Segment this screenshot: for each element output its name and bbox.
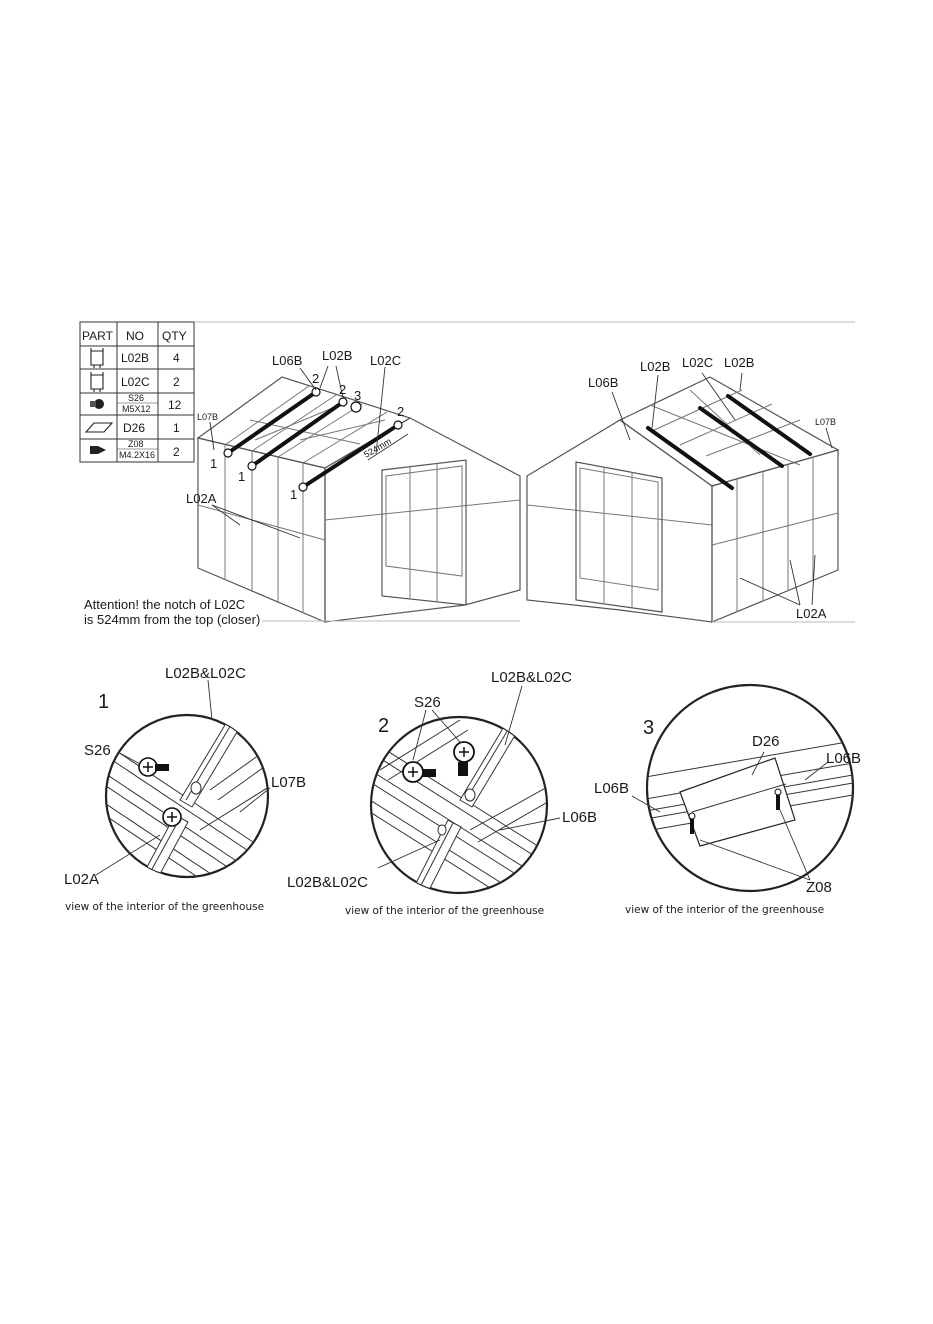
step-number: 3 [643,717,654,739]
roof-bar [250,400,345,468]
detail-3: 3 D26 L06B L06B Z08 view of the interior… [594,683,861,916]
label-l06b: L06B [588,375,618,390]
detail-2: 2 S26 L02B&L02C L06B L02B&L02C view of t… [287,669,597,917]
step-number: 2 [339,382,346,397]
bolt-nut-icon [90,399,104,409]
label-l07b: L07B [271,774,306,791]
detail-caption: view of the interior of the greenhouse [345,905,544,917]
label-l06b: L06B [594,780,629,797]
label-l02b: L02B [724,355,754,370]
label-d26: D26 [752,733,780,750]
label-l02b-l02c: L02B&L02C [165,665,246,682]
label-z08: Z08 [806,879,832,896]
step-number: 2 [378,715,389,737]
roof-bar [301,423,400,489]
table-row-no-sub: M4.2X16 [119,450,155,460]
bolt-icon [402,761,436,783]
bolt-icon [162,807,182,827]
roof-bar [698,406,784,468]
bolt-icon [138,757,169,777]
table-row-no: S26 [128,393,144,403]
attention-note-line2: is 524mm from the top (closer) [84,612,260,627]
profile-bracket-icon [90,372,104,392]
detail-caption: view of the interior of the greenhouse [65,901,264,913]
table-header-no: NO [126,329,144,343]
table-row-no: L02B [121,351,149,365]
detail-1: 1 L02B&L02C S26 L07B L02A view of the in… [64,665,306,913]
table-row-qty: 12 [168,398,182,412]
label-l02a: L02A [796,606,827,621]
label-l07b: L07B [815,417,836,427]
roof-bar [726,394,812,456]
roof-bar [646,426,734,490]
label-l06b: L06B [272,353,302,368]
table-row-qty: 4 [173,351,180,365]
step-number: 2 [312,371,319,386]
screw-icon [90,446,106,454]
attention-note-line1: Attention! the notch of L02C [84,597,245,612]
label-s26: S26 [84,742,111,759]
step-number: 1 [98,691,109,713]
step-number: 1 [290,487,297,502]
label-l02b-l02c: L02B&L02C [491,669,572,686]
table-row-qty: 2 [173,375,180,389]
profile-bracket-icon [90,348,104,368]
detail-caption: view of the interior of the greenhouse [625,904,824,916]
bolt-icon [453,741,475,776]
table-row-no: D26 [123,421,145,435]
label-l02a: L02A [186,491,217,506]
table-row-no: Z08 [128,439,144,449]
greenhouse-right: L06B L02B L02C L02B L07B L02A [526,355,855,623]
step-number: 3 [354,388,361,403]
label-l07b: L07B [197,412,218,422]
plate-icon [84,422,114,433]
label-l06b: L06B [562,809,597,826]
screw-icon [688,812,696,834]
parts-table: PART NO QTY L02B 4 L02C 2 S26 M5X12 12 D… [79,321,195,463]
label-l02a: L02A [64,871,99,888]
label-l06b: L06B [826,750,861,767]
label-l02b-l02c: L02B&L02C [287,874,368,891]
greenhouse-left: 524mm L06B L02B L02C L07B L02A 2 2 3 2 1… [84,348,521,627]
label-l02b: L02B [322,348,352,363]
table-header-part: PART [82,329,114,343]
roof-bar [226,390,318,455]
step-number: 1 [210,456,217,471]
step-number: 2 [397,404,404,419]
label-l02c: L02C [370,353,401,368]
label-s26: S26 [414,694,441,711]
table-row-qty: 2 [173,445,180,459]
table-row-no: L02C [121,375,150,389]
screw-icon [774,788,782,810]
label-l02c: L02C [682,355,713,370]
table-header-qty: QTY [162,329,187,343]
table-row-no-sub: M5X12 [122,404,151,414]
step-number: 1 [238,469,245,484]
label-l02b: L02B [640,359,670,374]
table-row-qty: 1 [173,421,180,435]
